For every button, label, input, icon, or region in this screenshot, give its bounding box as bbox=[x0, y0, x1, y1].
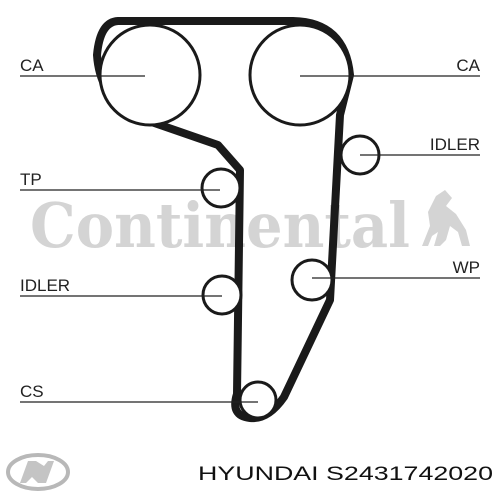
idler-pulley-lower bbox=[201, 274, 243, 316]
label-cs: CS bbox=[20, 382, 44, 401]
hyundai-logo bbox=[6, 453, 70, 491]
tensioner-pulley bbox=[200, 167, 242, 209]
horse-logo bbox=[422, 190, 470, 246]
label-ca-left: CA bbox=[20, 56, 44, 75]
water-pump-pulley bbox=[290, 258, 334, 302]
leader-lines bbox=[20, 75, 480, 403]
label-wp: WP bbox=[453, 258, 480, 277]
label-tp: TP bbox=[20, 170, 42, 189]
label-ca-right: CA bbox=[456, 56, 480, 75]
crankshaft-pulley bbox=[238, 380, 278, 420]
label-idler-left: IDLER bbox=[20, 276, 70, 295]
camshaft-pulley-right bbox=[248, 23, 352, 127]
label-idler-right: IDLER bbox=[430, 135, 480, 154]
part-number-text: HYUNDAI S2431742020 bbox=[198, 464, 493, 485]
camshaft-pulley-left bbox=[98, 23, 202, 127]
continental-watermark: Continental bbox=[30, 189, 470, 262]
